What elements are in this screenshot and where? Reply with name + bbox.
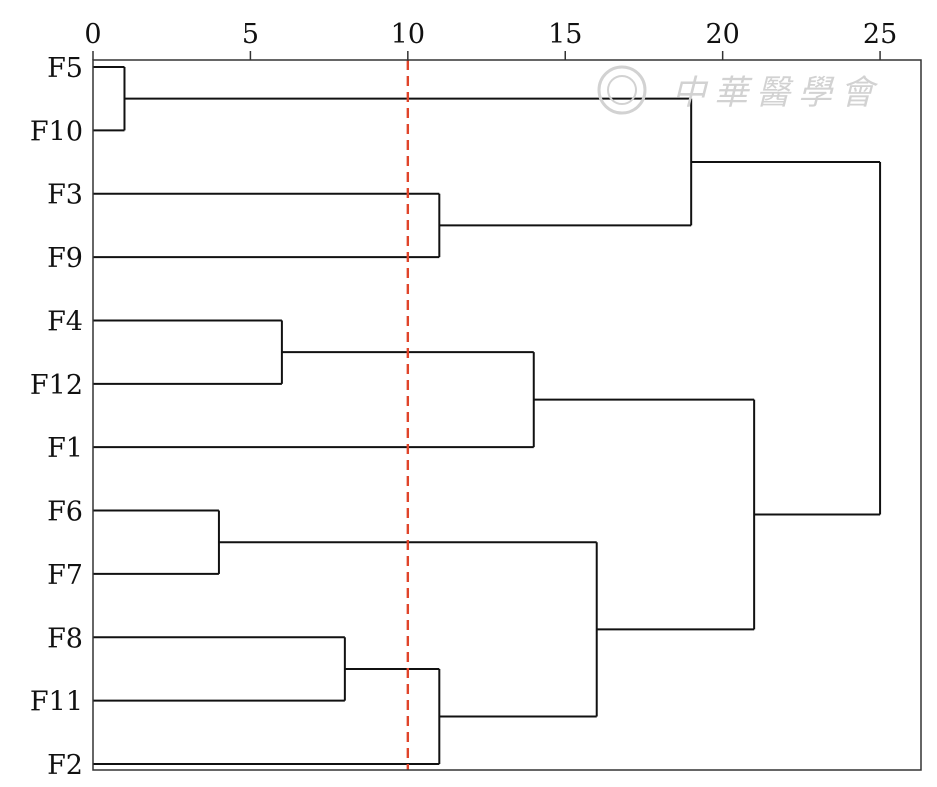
leaf-label-f8: F8 xyxy=(47,623,83,654)
leaf-label-f4: F4 xyxy=(47,306,83,337)
x-tick-label: 10 xyxy=(391,19,425,50)
merge-2 xyxy=(93,509,220,575)
leaf-label-f2: F2 xyxy=(47,750,83,781)
dendrogram-links xyxy=(93,66,882,765)
x-tick-label: 5 xyxy=(242,19,259,50)
leaf-label-f3: F3 xyxy=(47,180,83,211)
x-tick-label: 25 xyxy=(863,19,897,50)
leaf-label-f9: F9 xyxy=(47,243,83,274)
seal-inner-ring xyxy=(607,75,637,105)
leaf-label-f6: F6 xyxy=(47,497,83,528)
merge-1 xyxy=(93,66,126,132)
watermark-text: 中華醫學會 xyxy=(672,73,882,113)
merge-5 xyxy=(93,192,441,259)
merge-4 xyxy=(93,636,346,702)
watermark: 中華醫學會 xyxy=(597,65,882,115)
leaf-label-f7: F7 xyxy=(47,560,83,591)
x-axis: 0 5 10 15 20 25 xyxy=(84,19,897,60)
merge-10 xyxy=(533,398,756,631)
x-tick-label: 15 xyxy=(548,19,582,50)
merge-11 xyxy=(691,161,882,516)
leaf-label-f5: F5 xyxy=(47,53,83,84)
seal-icon xyxy=(597,65,647,115)
merge-3 xyxy=(93,319,283,385)
merge-7 xyxy=(93,351,535,449)
x-tick-label: 20 xyxy=(705,19,739,50)
x-tick-label: 0 xyxy=(84,19,101,50)
leaf-label-f10: F10 xyxy=(30,116,83,147)
leaf-label-f12: F12 xyxy=(30,370,83,401)
plot-frame xyxy=(92,59,922,771)
merge-6 xyxy=(93,667,441,765)
leaf-label-f11: F11 xyxy=(30,687,83,718)
leaf-label-f1: F1 xyxy=(47,433,83,464)
